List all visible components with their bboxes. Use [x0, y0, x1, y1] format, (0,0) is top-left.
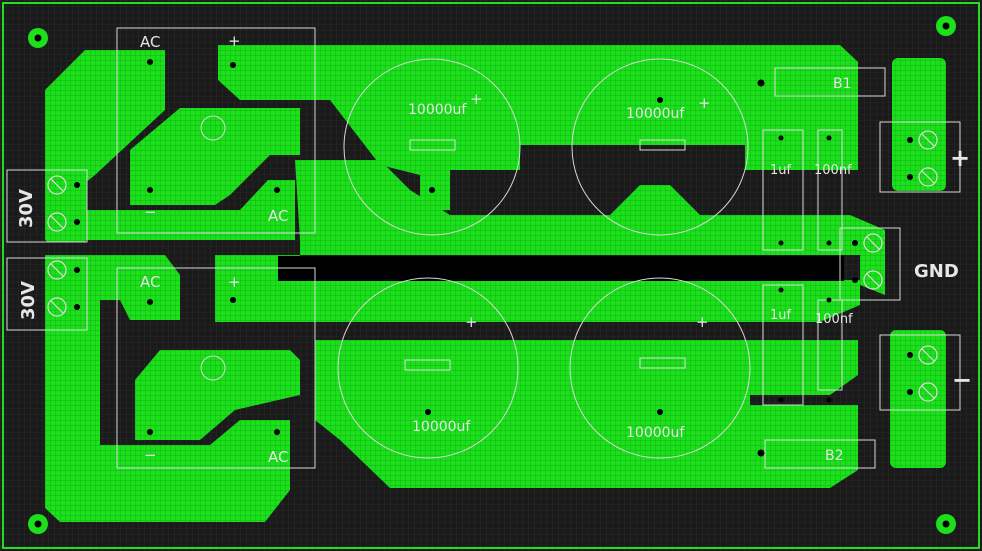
label-30v-top: 30V: [16, 189, 37, 228]
label-out-plus: +: [950, 144, 970, 172]
cap2-outline: [571, 58, 749, 236]
label-plus-top-bridge: +: [228, 32, 241, 50]
label-ac-top-1: AC: [140, 33, 160, 51]
silkscreen: [6, 27, 961, 469]
label-c-1uf-top: 1uf: [770, 163, 792, 178]
trace-ac-top-mid: [130, 108, 300, 205]
label-cap4-plus: +: [696, 313, 709, 331]
mounting-holes: [28, 16, 956, 534]
bridge-bot-outline: [116, 267, 316, 469]
trace-positive-rail-top: [218, 45, 858, 210]
label-cap1-plus: +: [470, 90, 483, 108]
trace-ac-top-bottom: [45, 180, 295, 240]
r-b2-outline: [764, 439, 876, 469]
label-cap4: 10000uf: [626, 425, 685, 441]
trace-ac-bot-left: [45, 300, 290, 522]
copper-traces: [45, 45, 946, 522]
label-minus-top-bridge: −: [144, 203, 157, 221]
drill-pads: [74, 59, 913, 457]
screw-terminals: [47, 130, 938, 402]
trace-gnd-lower: [215, 255, 860, 322]
terminal-plus-pad: [892, 58, 946, 191]
label-30v-bot: 30V: [18, 281, 39, 320]
c-1uf-bot-outline: [762, 284, 804, 406]
label-c-100nf-top: 100nf: [814, 163, 852, 178]
term-minus-outline: [879, 334, 961, 411]
label-ac-bot-1: AC: [140, 273, 160, 291]
label-ac-bot-2: AC: [268, 448, 288, 466]
isolation-slot: [278, 256, 844, 281]
c-100nf-top-outline: [817, 129, 843, 251]
label-out-minus: −: [952, 366, 972, 394]
trace-ac-top-left: [45, 50, 165, 195]
term-gnd-outline: [839, 227, 901, 301]
bridge-bot-hole: [200, 355, 226, 381]
terminal-30v-bot-pad: [45, 258, 87, 330]
trace-ac-bot-mid: [135, 350, 300, 440]
label-cap2-plus: +: [698, 94, 711, 112]
r-b1-outline: [774, 67, 886, 97]
bridge-top-outline: [116, 27, 316, 234]
label-cap2: 10000uf: [626, 106, 685, 122]
label-out-gnd: GND: [914, 261, 959, 282]
trace-gnd-bar: [295, 160, 885, 295]
cap3-outline: [337, 277, 519, 459]
term-plus-outline: [879, 121, 961, 193]
label-cap3: 10000uf: [412, 419, 471, 435]
cap1-outline: [343, 58, 521, 236]
label-r-b1: B1: [833, 76, 852, 92]
label-c-1uf-bot: 1uf: [770, 308, 792, 323]
label-cap3-plus: +: [465, 313, 478, 331]
c-1uf-top-outline: [762, 129, 804, 251]
bridge-top-hole: [200, 115, 226, 141]
cap4-outline: [569, 277, 751, 459]
label-minus-bot-bridge: −: [144, 446, 157, 464]
term-30v-bot-outline: [6, 257, 88, 331]
terminal-minus-pad: [890, 330, 946, 468]
term-30v-top-outline: [6, 169, 88, 243]
trace-negative-rail: [315, 340, 858, 488]
label-r-b2: B2: [825, 448, 844, 464]
label-cap1: 10000uf: [408, 102, 467, 118]
label-ac-top-2: AC: [268, 207, 288, 225]
label-plus-bot-bridge: +: [228, 273, 241, 291]
label-c-100nf-bot: 100nf: [815, 312, 853, 327]
